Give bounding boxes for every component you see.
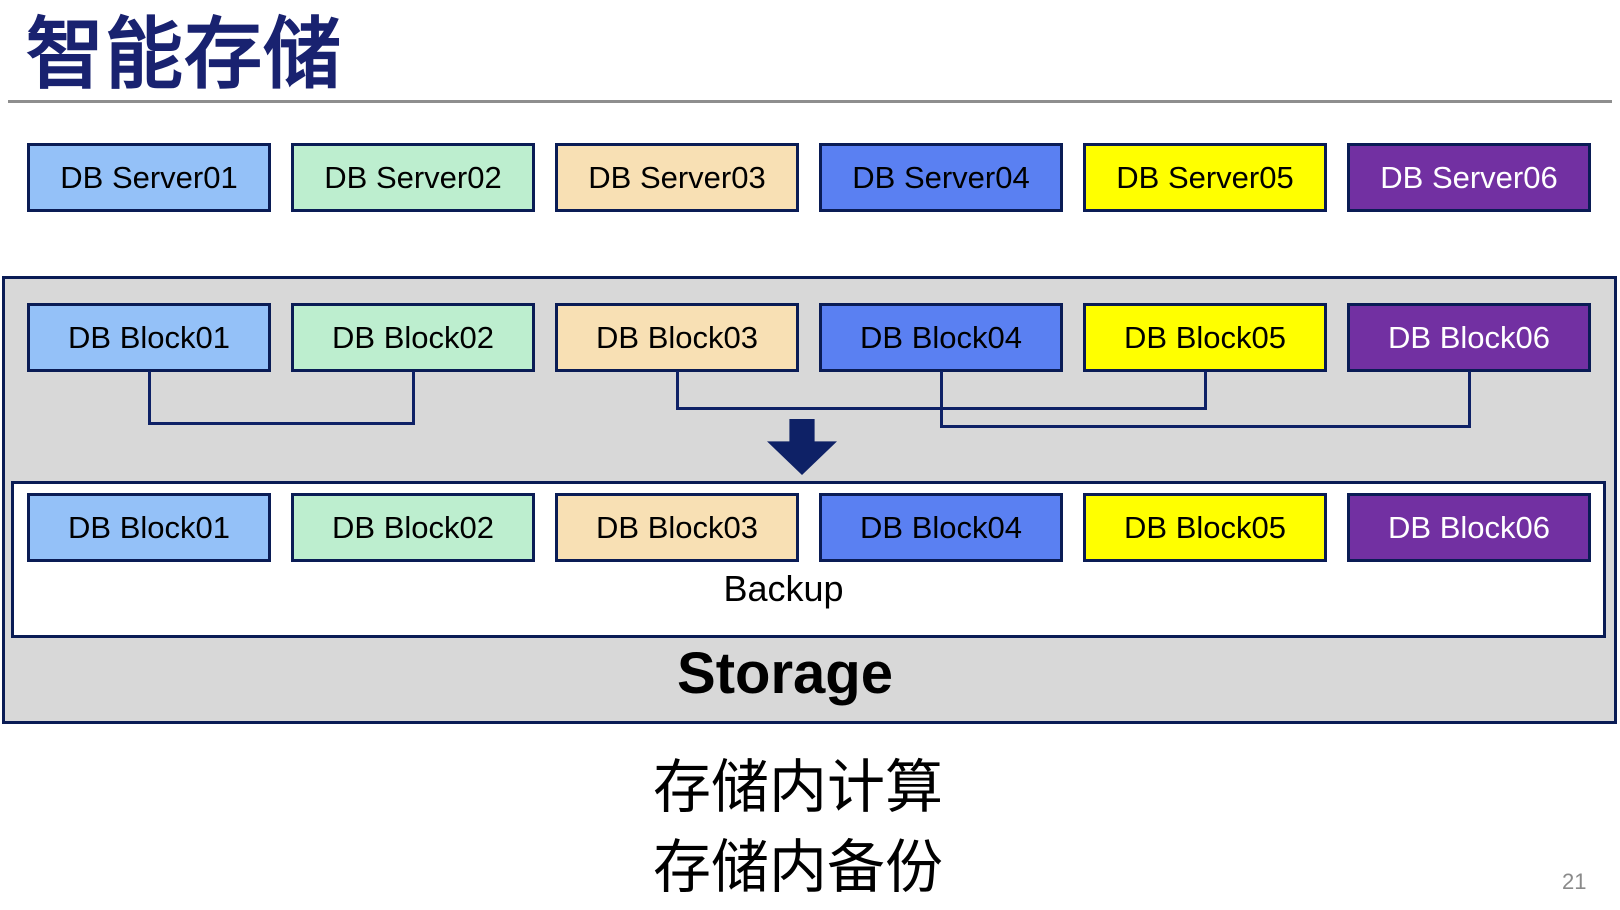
connector-line	[1204, 371, 1207, 410]
caption: 存储内计算 存储内备份	[653, 748, 943, 908]
db-block-box: DB Block05	[1083, 303, 1327, 372]
db-server-box: DB Server03	[555, 143, 799, 212]
caption-line-2: 存储内备份	[653, 835, 944, 900]
db-block-box: DB Block02	[291, 303, 535, 372]
db-block-box: DB Block04	[819, 303, 1063, 372]
page-number: 21	[1562, 869, 1587, 894]
db-block-box: DB Block01	[27, 303, 271, 372]
backup-label: Backup	[723, 568, 844, 609]
db-block-box: DB Block02	[291, 493, 535, 562]
connector-line	[148, 422, 415, 425]
db-server-box: DB Server01	[27, 143, 271, 212]
db-server-box: DB Server02	[291, 143, 535, 212]
caption-line-1: 存储内计算	[653, 755, 944, 820]
db-server-row: DB Server01 DB Server02 DB Server03 DB Serv…	[27, 143, 1591, 212]
db-server-box: DB Server04	[819, 143, 1063, 212]
db-block-box: DB Block04	[819, 493, 1063, 562]
connector-line	[1468, 371, 1471, 428]
connector-line	[940, 425, 1471, 428]
connector-line	[412, 371, 415, 425]
db-block-box: DB Block06	[1347, 303, 1591, 372]
db-block-box: DB Block01	[27, 493, 271, 562]
connector-line	[148, 371, 151, 425]
title-divider	[8, 100, 1612, 103]
db-block-row-top: DB Block01 DB Block02 DB Block03 DB Block04…	[27, 303, 1591, 372]
db-block-box: DB Block03	[555, 303, 799, 372]
db-block-box: DB Block05	[1083, 493, 1327, 562]
db-block-box: DB Block06	[1347, 493, 1591, 562]
db-block-row-bottom: DB Block01 DB Block02 DB Block03 DB Block04…	[27, 493, 1591, 562]
db-server-box: DB Server06	[1347, 143, 1591, 212]
storage-label: Storage	[677, 641, 893, 706]
connector-line	[940, 371, 943, 428]
db-server-box: DB Server05	[1083, 143, 1327, 212]
connector-line	[676, 371, 679, 410]
backup-panel	[11, 481, 1606, 638]
db-block-box: DB Block03	[555, 493, 799, 562]
slide-title: 智能存储	[26, 10, 343, 98]
